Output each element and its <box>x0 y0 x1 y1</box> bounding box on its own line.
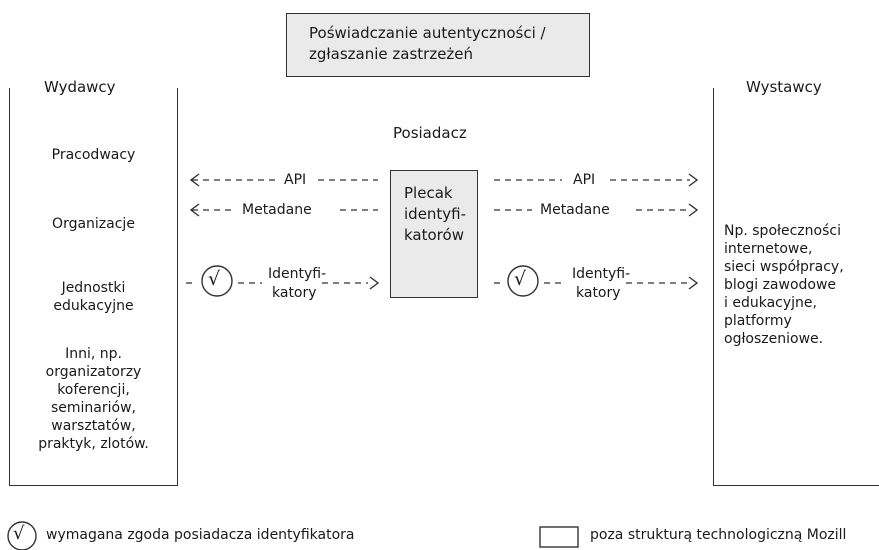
authentication-box-line2: zgłaszanie zastrzeżeń <box>309 45 474 63</box>
left-identifiers-label-1: Identyfi- <box>268 266 327 282</box>
issuer-organizations: Organizacje <box>52 216 135 232</box>
consent-check-icon-left: √ <box>208 268 221 290</box>
right-api-label: API <box>573 172 596 188</box>
legend-outside-text: poza strukturą technologiczną Mozill <box>590 527 847 543</box>
displayers-title: Wystawcy <box>740 77 828 97</box>
right-identifiers-label-1: Identyfi- <box>572 266 631 282</box>
consent-check-icon-right: √ <box>514 268 527 290</box>
arrowhead-left-api <box>189 173 200 187</box>
authentication-box: Poświadczanie autentyczności / zgłaszani… <box>286 13 590 77</box>
arrowhead-left-id <box>369 276 380 290</box>
left-api-label: API <box>284 172 307 188</box>
legend-consent-text: wymagana zgoda posiadacza identyfikatora <box>46 527 355 543</box>
arrowhead-left-meta <box>189 203 200 217</box>
consent-circle-left <box>201 265 233 297</box>
right-identifiers-label-2: katory <box>576 285 621 301</box>
badge-backpack-label: Plecak identyfi- katorów <box>404 184 467 244</box>
legend-consent-circle <box>7 521 37 550</box>
issuers-panel: Wydawcy <box>9 77 178 486</box>
issuer-employers: Pracodwacy <box>51 147 136 163</box>
left-metadata-label: Metadane <box>242 202 312 218</box>
arrowhead-right-id <box>688 276 699 290</box>
displayers-description: Np. społeczności internetowe, sieci wspó… <box>724 223 844 347</box>
badge-backpack-box: Plecak identyfi- katorów <box>390 170 478 298</box>
left-identifiers-label-2: katory <box>272 285 317 301</box>
arrowhead-right-meta <box>688 203 699 217</box>
authentication-box-line1: Poświadczanie autentyczności / <box>309 24 546 42</box>
issuers-title: Wydawcy <box>38 77 122 97</box>
right-metadata-label: Metadane <box>540 202 610 218</box>
legend-consent-check-icon: √ <box>13 523 25 544</box>
legend-outside-box <box>539 526 579 548</box>
issuer-education-units: Jednostki edukacyjne <box>53 280 134 314</box>
displayers-panel: Wystawcy <box>713 77 879 486</box>
holder-label: Posiadacz <box>393 124 467 142</box>
arrowhead-right-api <box>688 173 699 187</box>
issuer-others: Inni, np. organizatorzy koferencji, semi… <box>38 346 149 452</box>
consent-circle-right <box>507 265 539 297</box>
